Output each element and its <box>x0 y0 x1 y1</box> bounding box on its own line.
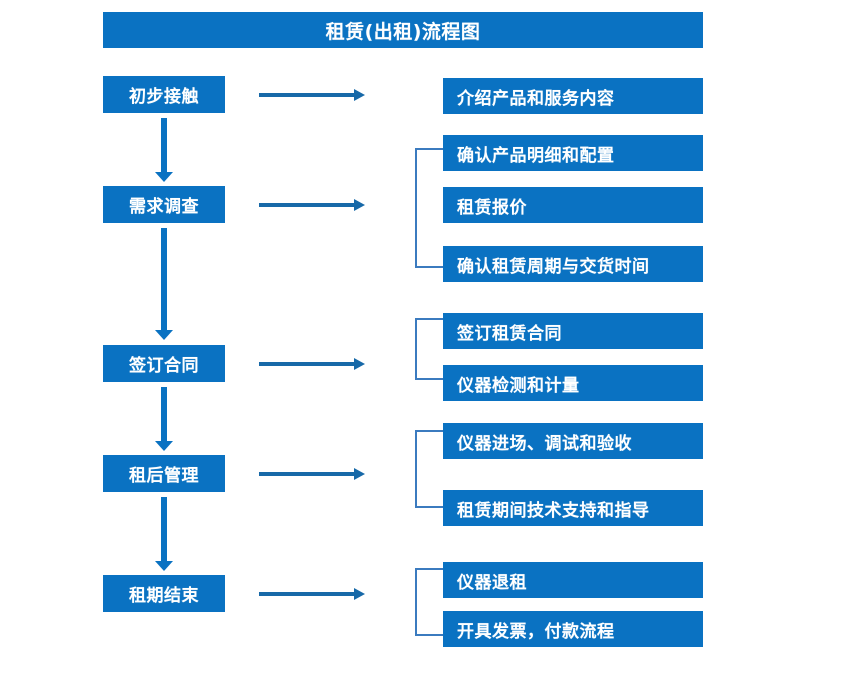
detail-box-4[interactable]: 确认租赁周期与交货时间 <box>443 246 703 282</box>
detail-box-2[interactable]: 确认产品明细和配置 <box>443 135 703 171</box>
group-bracket-5 <box>415 568 443 636</box>
group-bracket-4 <box>415 430 443 508</box>
stage-box-1[interactable]: 初步接触 <box>103 76 225 113</box>
group-bracket-3 <box>415 318 443 380</box>
group-bracket-2 <box>415 148 443 268</box>
horizontal-arrow-5 <box>259 588 365 600</box>
stage-box-4[interactable]: 租后管理 <box>103 455 225 492</box>
chart-title: 租赁(出租)流程图 <box>103 12 703 48</box>
horizontal-arrow-4 <box>259 468 365 480</box>
vertical-arrow-1-2 <box>155 118 173 182</box>
horizontal-arrow-1 <box>259 89 365 101</box>
stage-box-2[interactable]: 需求调查 <box>103 186 225 223</box>
vertical-arrow-2-3 <box>155 228 173 340</box>
stage-box-5[interactable]: 租期结束 <box>103 575 225 612</box>
horizontal-arrow-2 <box>259 199 365 211</box>
detail-box-6[interactable]: 仪器检测和计量 <box>443 365 703 401</box>
horizontal-arrow-3 <box>259 358 365 370</box>
detail-box-3[interactable]: 租赁报价 <box>443 187 703 223</box>
vertical-arrow-3-4 <box>155 387 173 451</box>
stage-box-3[interactable]: 签订合同 <box>103 345 225 382</box>
detail-box-8[interactable]: 租赁期间技术支持和指导 <box>443 490 703 526</box>
detail-box-9[interactable]: 仪器退租 <box>443 562 703 598</box>
detail-box-10[interactable]: 开具发票，付款流程 <box>443 611 703 647</box>
vertical-arrow-4-5 <box>155 497 173 571</box>
detail-box-7[interactable]: 仪器进场、调试和验收 <box>443 423 703 459</box>
detail-box-5[interactable]: 签订租赁合同 <box>443 313 703 349</box>
detail-box-1[interactable]: 介绍产品和服务内容 <box>443 78 703 114</box>
